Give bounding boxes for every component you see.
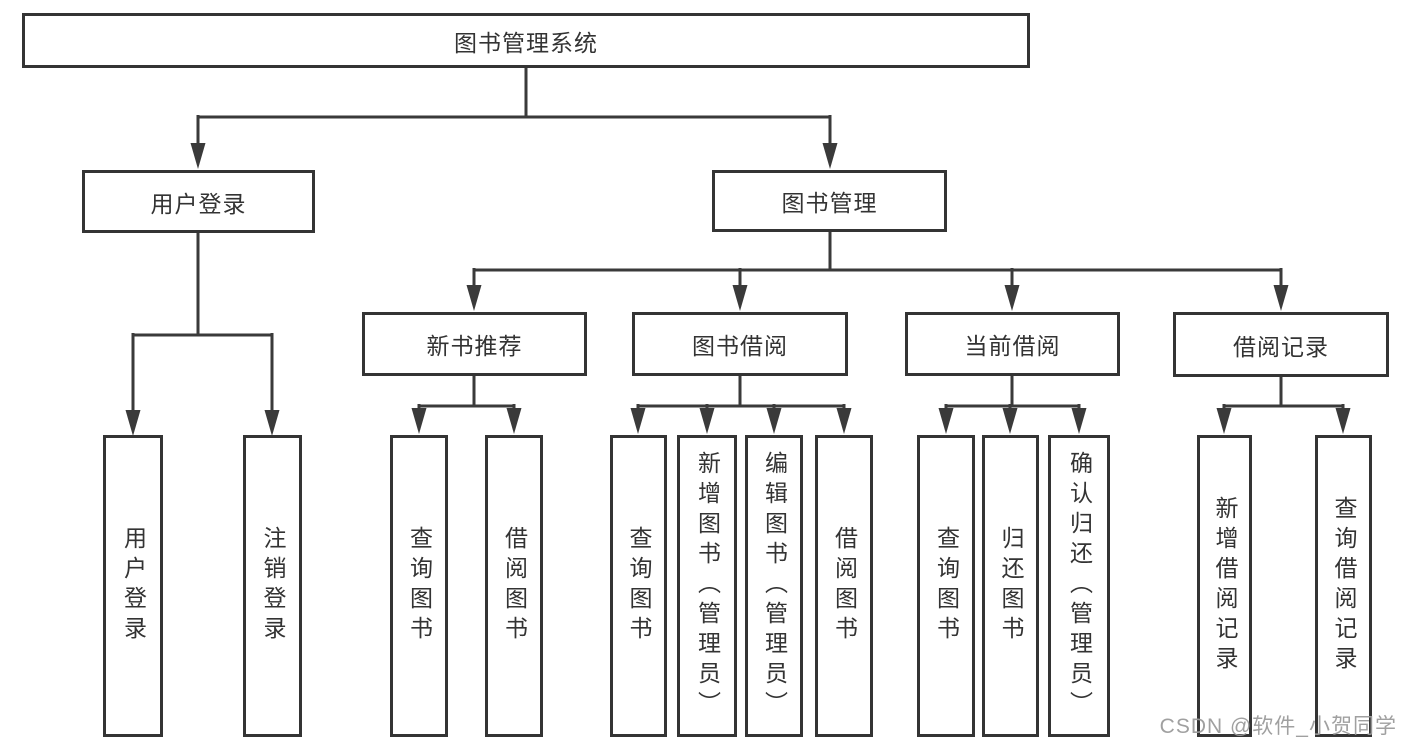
node-root-label: 图书管理系统: [454, 29, 598, 56]
leaf-edit-books-admin-label: 编辑图书（管理员）: [761, 451, 788, 721]
leaf-newbook-query-books-label: 查询图书: [406, 526, 433, 646]
leaf-confirm-return-admin: 确认归还（管理员）: [1048, 435, 1110, 737]
leaf-logout: 注销登录: [243, 435, 302, 737]
leaf-user-login-label: 用户登录: [120, 526, 147, 646]
node-new-book-recommend-label: 新书推荐: [426, 333, 523, 359]
node-book-borrowing-label: 图书借阅: [692, 333, 788, 359]
node-book-borrowing: 图书借阅: [632, 312, 848, 376]
leaf-user-login: 用户登录: [103, 435, 163, 737]
csdn-watermark: CSDN @软件_小贺同学: [1159, 715, 1397, 738]
leaf-query-borrow-record-label: 查询借阅记录: [1331, 496, 1357, 676]
leaf-current-query-books-label: 查询图书: [933, 526, 960, 646]
node-user-login: 用户登录: [82, 170, 315, 233]
node-user-login-label: 用户登录: [150, 190, 247, 217]
leaf-borrow-books-label: 借阅图书: [831, 526, 858, 646]
node-borrowing-records: 借阅记录: [1173, 312, 1389, 377]
node-current-borrowing-label: 当前借阅: [964, 333, 1061, 359]
leaf-logout-label: 注销登录: [260, 526, 286, 646]
leaf-borrow-books: 借阅图书: [815, 435, 873, 737]
leaf-newbook-borrow-books: 借阅图书: [485, 435, 543, 737]
leaf-query-borrow-record: 查询借阅记录: [1315, 435, 1372, 737]
leaf-newbook-query-books: 查询图书: [390, 435, 448, 737]
leaf-return-books: 归还图书: [982, 435, 1039, 737]
node-new-book-recommend: 新书推荐: [362, 312, 587, 376]
node-current-borrowing: 当前借阅: [905, 312, 1120, 376]
node-root: 图书管理系统: [22, 13, 1030, 68]
leaf-newbook-borrow-books-label: 借阅图书: [501, 526, 528, 646]
leaf-add-borrow-record-label: 新增借阅记录: [1212, 496, 1238, 676]
node-book-management: 图书管理: [712, 170, 947, 232]
node-borrowing-records-label: 借阅记录: [1233, 333, 1329, 360]
leaf-borrowing-query-books: 查询图书: [610, 435, 667, 737]
leaf-return-books-label: 归还图书: [998, 526, 1024, 646]
leaf-add-books-admin-label: 新增图书（管理员）: [694, 451, 721, 721]
leaf-current-query-books: 查询图书: [917, 435, 975, 737]
leaf-confirm-return-admin-label: 确认归还（管理员）: [1066, 451, 1093, 721]
leaf-add-books-admin: 新增图书（管理员）: [677, 435, 737, 737]
leaf-edit-books-admin: 编辑图书（管理员）: [745, 435, 803, 737]
leaf-borrowing-query-books-label: 查询图书: [626, 526, 652, 646]
leaf-add-borrow-record: 新增借阅记录: [1197, 435, 1252, 737]
node-book-management-label: 图书管理: [781, 190, 878, 216]
